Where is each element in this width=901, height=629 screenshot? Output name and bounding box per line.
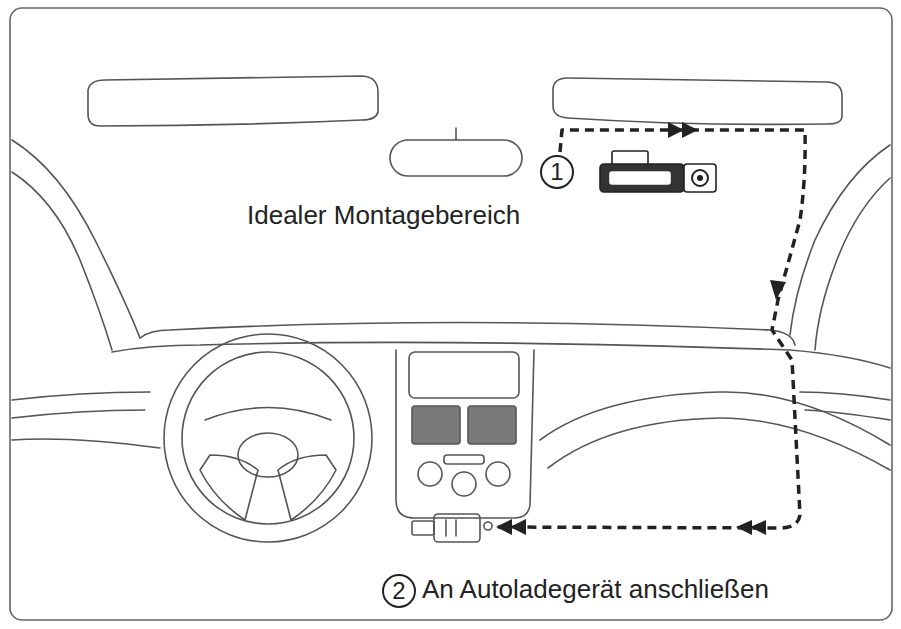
callout-number: 2 [392, 579, 405, 603]
callout-number: 1 [550, 160, 563, 184]
caption-label: Idealer Montagebereich [247, 200, 520, 231]
callout-circle: 2 [382, 574, 416, 608]
callout-circle: 1 [540, 155, 574, 189]
caption-label: An Autoladegerät anschließen [422, 574, 769, 605]
